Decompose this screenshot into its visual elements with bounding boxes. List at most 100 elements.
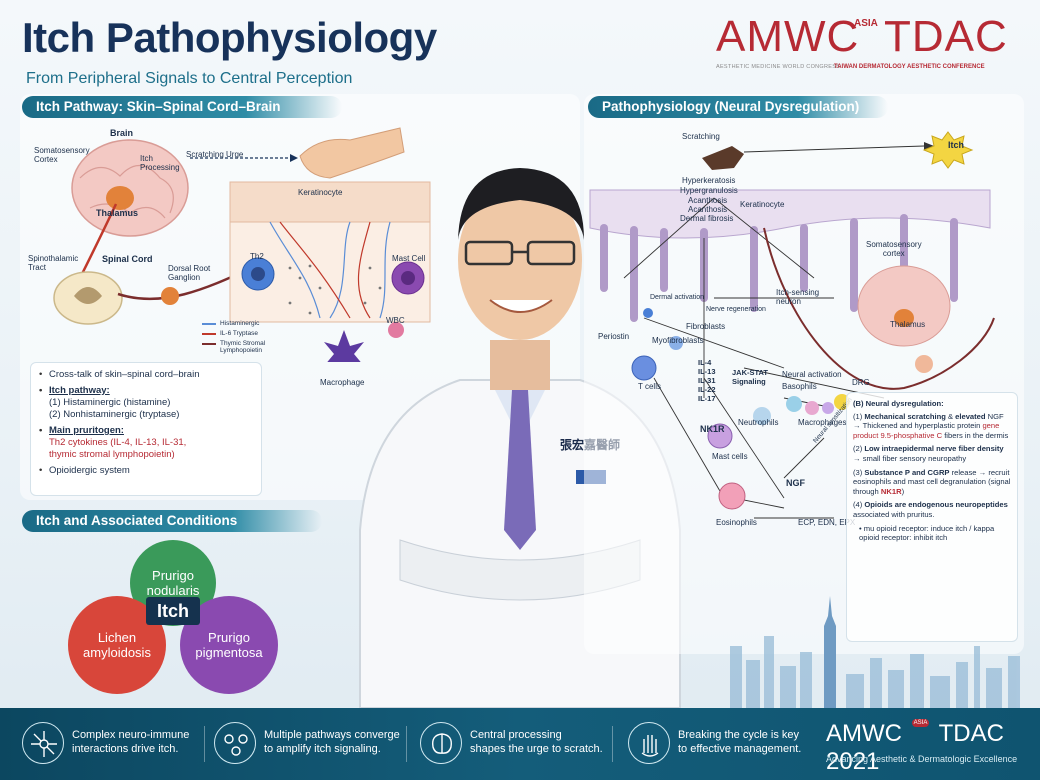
rn-item-4: (4) Opioids are endogenous neuropeptides… — [853, 500, 1008, 519]
legend-tslp: Thymic Stromal Lymphopoietin — [220, 340, 266, 354]
rn-item-3: (3) Substance P and CGRP release → recru… — [853, 467, 1011, 496]
macrophage-icon — [324, 330, 364, 362]
logo-tdac: TDAC — [884, 12, 1008, 61]
r-label-mast-cells: Mast cells — [712, 452, 748, 461]
drg-icon — [161, 287, 179, 305]
r-label-ecp: ECP, EDN, EPX — [798, 518, 856, 527]
rn-item-2: (2) Low intraepidermal nerve fiber densi… — [853, 444, 1004, 463]
label-spinothalamic: Spinothalamic Tract — [28, 254, 79, 272]
r-label-keratinocyte: Keratinocyte — [740, 200, 785, 209]
footer-bar: Complex neuro-immune interactions drive … — [0, 708, 1040, 780]
t-cell-icon — [631, 355, 657, 381]
note-opioid: Opioidergic system — [39, 465, 253, 477]
r-label-nerve-regeneration: Nerve regeneration — [706, 306, 766, 313]
epidermis-icon — [589, 189, 991, 239]
r-label-periostin: Periostin — [598, 332, 630, 341]
scratching-hand-icon — [702, 146, 744, 170]
r-label-neural-activation: Neural activation — [782, 370, 842, 379]
footer-text-3: Central processing shapes the urge to sc… — [470, 729, 603, 755]
label-brain: Brain — [110, 128, 134, 138]
page-title: Itch Pathophysiology — [22, 14, 437, 61]
conditions-center-itch: Itch — [146, 597, 200, 625]
r-label-dermal-fibrosis: Dermal fibrosis — [680, 214, 734, 223]
eosinophil-icon — [718, 482, 746, 510]
logo-amwc: AMWC — [716, 12, 860, 61]
label-itch-processing: Itch Processing — [140, 154, 180, 172]
brain-icon — [71, 139, 189, 237]
legend-histaminergic: Histaminergic — [220, 320, 260, 327]
rn-item-1: (1) Mechanical scratching & elevated NGF… — [853, 411, 1009, 440]
neural-dysregulation-notes: (B) Neural dysregulation: (1) Mechanical… — [846, 392, 1018, 642]
itch-neuron-line — [763, 227, 995, 390]
r-label-macrophages: Macrophages — [798, 418, 847, 427]
label-keratinocyte: Keratinocyte — [298, 188, 343, 197]
note-itch-pathway-heading: Itch pathway: — [39, 385, 253, 397]
footer-item-neuro-immune: Complex neuro-immune interactions drive … — [22, 720, 212, 768]
r-label-dermal-activation: Dermal activation — [650, 294, 705, 301]
note-pruritogen-detail: Th2 cytokines (IL-4, IL-13, IL-31, thymi… — [49, 437, 187, 460]
label-somatosensory: Somatosensory Cortex — [34, 146, 90, 164]
conditions-heading: Itch and Associated Conditions — [22, 510, 322, 532]
r-label-itch: Itch — [948, 140, 965, 150]
itch-pathway-notes: Cross-talk of skin–spinal cord–brain Itc… — [30, 362, 262, 496]
pathophysiology-diagram — [589, 131, 995, 519]
r-label-neutrophils: Neutrophils — [738, 418, 779, 427]
mediator-dots — [288, 264, 382, 315]
label-mast-cell: Mast Cell — [392, 254, 426, 263]
wbc-icon — [388, 322, 404, 338]
label-scratching-urge: Scratching Urge — [186, 150, 244, 159]
r-label-acanthosis-2: Acanthosis — [688, 205, 728, 214]
r-label-eosinophils: Eosinophils — [716, 518, 757, 527]
neuron-icon — [22, 722, 64, 764]
pathophysiology-heading: Pathophysiology (Neural Dysregulation) — [588, 96, 888, 118]
footer-logo-amwc: AMWC — [826, 720, 902, 747]
footer-text-1: Complex neuro-immune interactions drive … — [72, 729, 190, 755]
rn-heading: (B) Neural dysregulation: — [853, 399, 944, 408]
footer-logo-tagline: Advancing Aesthetic & Dermatologic Excel… — [826, 754, 1018, 764]
footer-text-4: Breaking the cycle is key to effective m… — [678, 729, 802, 755]
r-label-ngf: NGF — [786, 478, 805, 488]
neutrophil-icon — [753, 407, 771, 425]
hand-stop-icon — [628, 722, 670, 764]
note-crosstalk: Cross-talk of skin–spinal cord–brain — [39, 369, 253, 381]
logo-asia: ASIA — [854, 18, 878, 29]
footer-item-cycle: Breaking the cycle is key to effective m… — [628, 720, 818, 768]
scratching-hand-icon — [299, 127, 405, 179]
itch-burst-icon — [922, 131, 974, 169]
rn-item-4-detail: • mu opioid receptor: induce itch / kapp… — [859, 523, 995, 543]
spinal-cord-icon — [53, 271, 123, 325]
footer-item-central: Central processing shapes the urge to sc… — [420, 720, 620, 768]
r-label-itch-neuron: Itch-sensing neuron — [776, 288, 820, 306]
brain-outline-icon — [420, 722, 462, 764]
label-wbc: WBC — [386, 316, 405, 325]
note-main-pruritogen: Main pruritogen: — [39, 425, 253, 437]
label-macrophage: Macrophage — [320, 378, 365, 387]
logo-tagline-left: AESTHETIC MEDICINE WORLD CONGRESS — [716, 64, 841, 70]
r-label-myofibroblasts: Myofibroblasts — [652, 336, 704, 345]
label-drg: Dorsal Root Ganglion — [168, 264, 211, 282]
r-label-drg: DRG — [852, 378, 870, 387]
footer-text-2: Multiple pathways converge to amplify it… — [264, 729, 400, 755]
drg-right-icon — [915, 355, 933, 373]
pathways-icon — [214, 722, 256, 764]
myofibroblast-icon — [669, 336, 683, 350]
taipei-101-icon — [824, 596, 836, 708]
r-label-jak-stat: JAK-STAT Signaling — [732, 368, 768, 386]
footer-logo-tdac: TDAC 2021 — [826, 720, 1004, 775]
r-label-cytokines: IL-4 IL-13 IL-31 IL-22 IL-17 — [698, 358, 716, 403]
conference-logo: AMWC ASIA TDAC AESTHETIC MEDICINE WORLD … — [716, 12, 1016, 76]
label-thalamus: Thalamus — [96, 208, 139, 218]
r-label-hypergranulosis: Hypergranulosis — [680, 186, 738, 195]
brain-right-icon — [857, 265, 951, 347]
footer-logo: AMWC ASIA TDAC 2021 Advancing Aesthetic … — [826, 719, 1040, 776]
r-label-fibroblasts: Fibroblasts — [686, 322, 726, 331]
legend-il6: IL-6 Tryptase — [220, 330, 258, 337]
note-pathway-2: (2) Nonhistaminergic (tryptase) — [49, 409, 180, 420]
r-label-thalamus: Thalamus — [890, 320, 926, 329]
r-label-acanthosis-1: Acanthosis — [688, 196, 728, 205]
mast-cell-right-icon — [707, 423, 733, 449]
r-label-scratching: Scratching — [682, 132, 720, 141]
r-label-nk1r: NK1R — [700, 424, 725, 434]
logo-tagline-right: TAIWAN DERMATOLOGY AESTHETIC CONFERENCE — [834, 64, 985, 70]
